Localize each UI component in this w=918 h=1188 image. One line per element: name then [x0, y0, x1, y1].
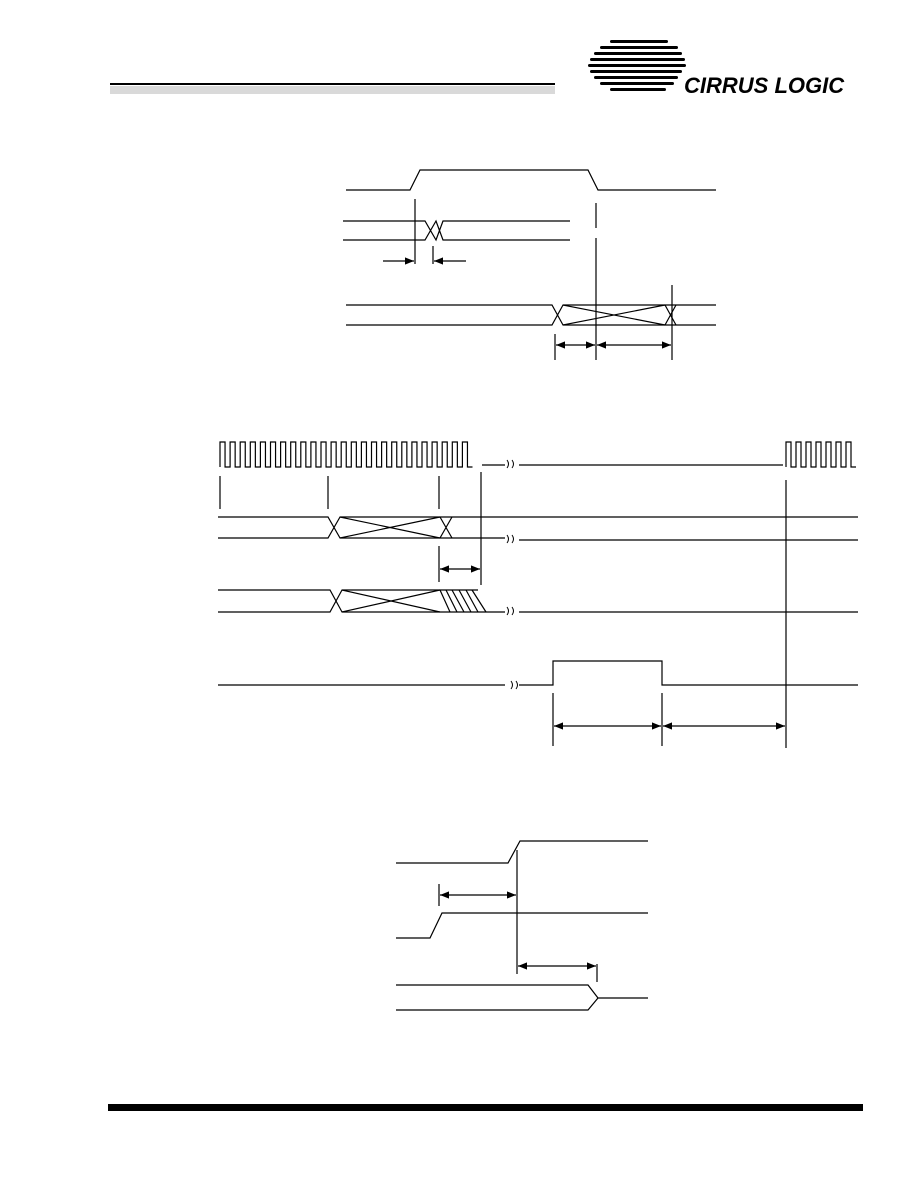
footer-rule [108, 1104, 863, 1111]
diagram1-signal-data-lower [346, 304, 716, 326]
diagram2-break-mark [506, 459, 518, 690]
timing-diagram-2 [218, 441, 858, 748]
timing-diagram-1 [343, 169, 716, 360]
diagram3-signal-data-upper [396, 984, 648, 999]
diagram3-signal-rise-2 [396, 912, 648, 939]
diagram2-clock-burst-left [219, 441, 473, 468]
diagram2-signal-bus-lower [218, 516, 505, 539]
diagram2-hatch [439, 589, 487, 613]
diagram1-signal-data-upper [346, 304, 716, 326]
logo-stripes-icon [588, 40, 686, 91]
diagram2-signal-bus-upper [218, 516, 858, 539]
logo-wordmark: CIRRUS LOGIC [684, 73, 845, 98]
diagram2-signal-data-upper [218, 589, 478, 613]
cirrus-logic-logo: CIRRUS LOGIC [588, 40, 845, 98]
diagram1-signal-bus-lower [343, 219, 570, 241]
header-rule [110, 83, 555, 94]
diagram3-signal-rise-1 [396, 840, 648, 864]
diagram3-signal-data-lower [396, 997, 599, 1011]
timing-diagram-3 [396, 840, 648, 1011]
diagram1-signal-bus-upper [343, 220, 570, 242]
diagram2-clock-burst-right [785, 441, 856, 468]
diagram1-signal-pulse [346, 169, 716, 191]
